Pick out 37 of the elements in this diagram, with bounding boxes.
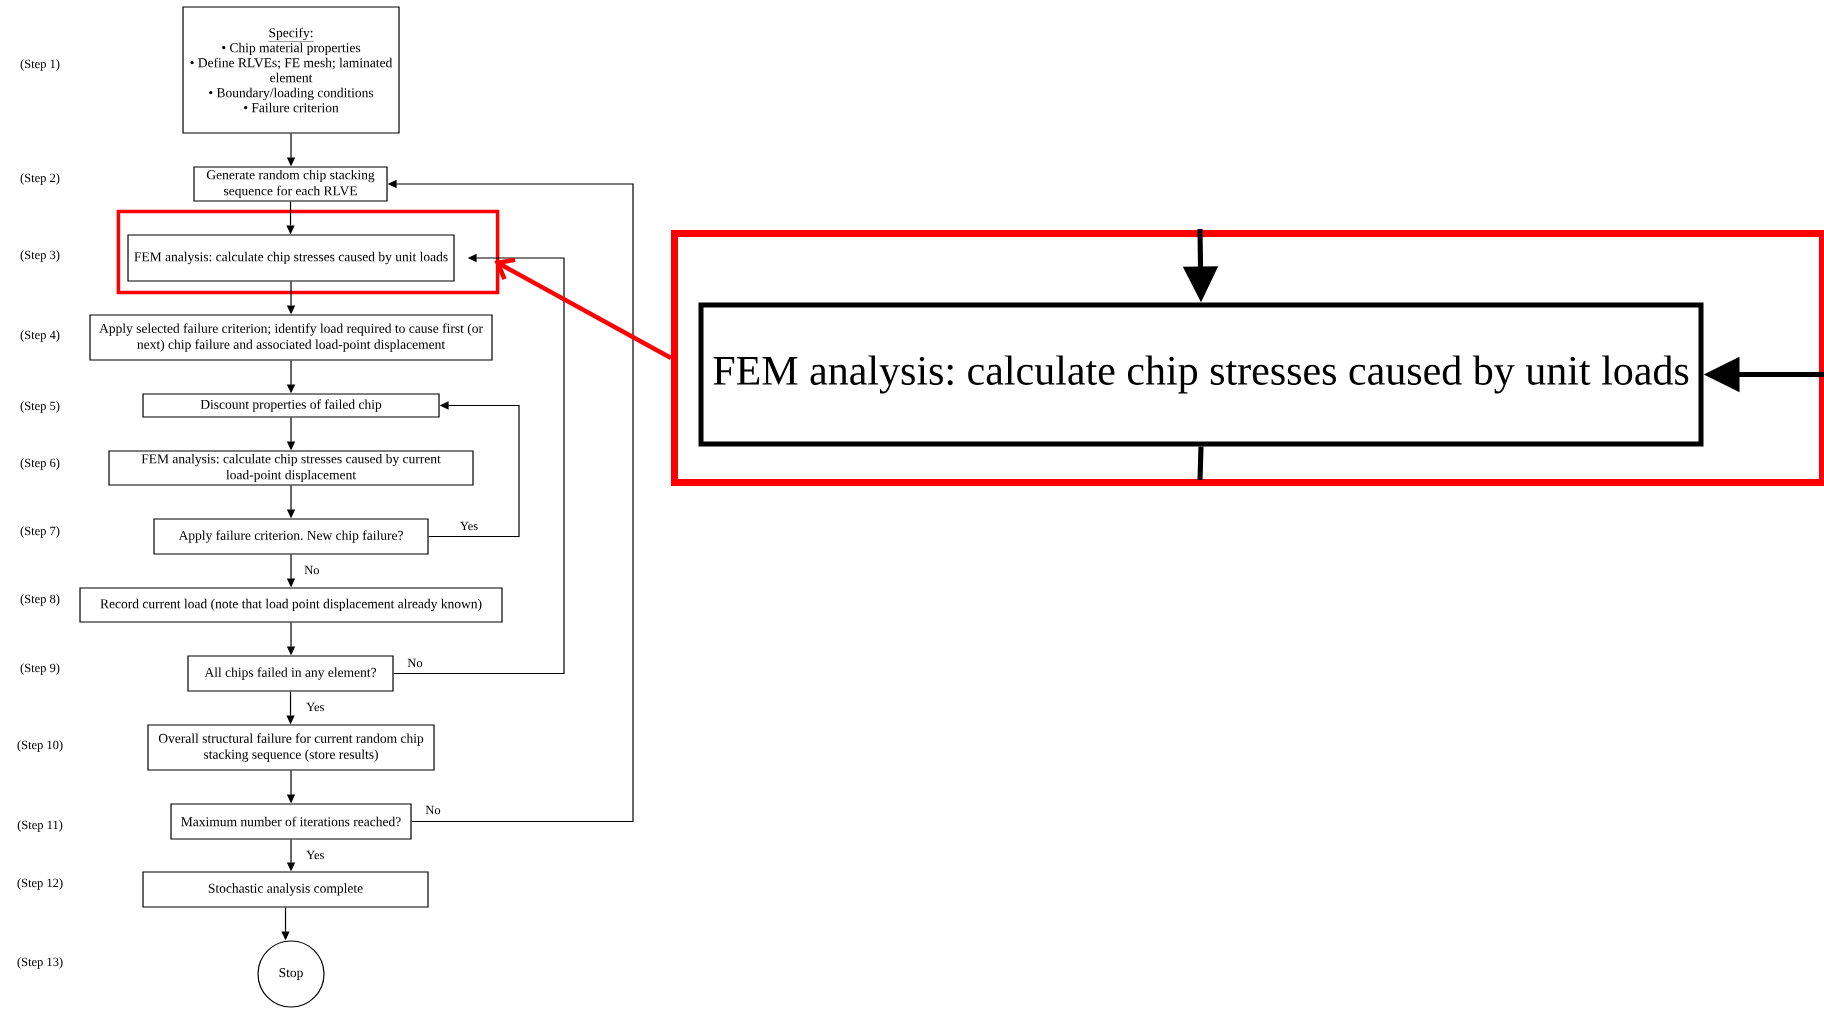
step-label: (Step 5) <box>20 401 60 413</box>
process-box: Record current load (note that load point displacement already known) <box>79 587 503 623</box>
step-label: (Step 1) <box>20 59 60 71</box>
process-box: Stochastic analysis complete <box>142 871 429 908</box>
process-box: Generate random chip stacking sequence for each RLVE <box>193 166 388 202</box>
step-label: (Step 4) <box>20 330 60 342</box>
step-label: (Step 3) <box>20 250 60 262</box>
edge-label: Yes <box>458 520 480 532</box>
step-label: (Step 8) <box>20 594 60 606</box>
process-box: Overall structural failure for current random chip stacking sequence (store results) <box>147 724 435 771</box>
connector-line <box>1197 446 1204 481</box>
step-label: (Step 10) <box>17 740 63 752</box>
arrow <box>428 401 520 538</box>
decision-box: All chips failed in any element? <box>187 655 394 692</box>
edge-label: No <box>424 804 442 816</box>
step-label: (Step 13) <box>17 957 63 969</box>
step-label: (Step 11) <box>17 820 63 832</box>
specification-box: Specify: • Chip material properties • Define RLVEs; FE mesh; laminated element • Boundary/loading conditions • Failure criterion <box>182 6 400 134</box>
highlight-frame <box>116 209 500 295</box>
process-box: FEM analysis: calculate chip stresses caused by unit loads <box>127 234 455 282</box>
arrow <box>494 257 673 360</box>
zoom-inset-frame <box>671 230 1824 486</box>
process-box: Apply selected failure criterion; identify load required to cause first (or next) chip failure and associated load-point displacement <box>89 314 493 361</box>
decision-box: Maximum number of iterations reached? <box>170 803 412 840</box>
step-label: (Step 6) <box>20 458 60 470</box>
edge-label: No <box>303 564 321 576</box>
decision-box: Apply failure criterion. New chip failure? <box>153 518 429 555</box>
edge-label: No <box>406 657 424 669</box>
step-label: (Step 7) <box>20 526 60 538</box>
edge-label: Yes <box>305 701 326 713</box>
edge-label: Yes <box>305 849 326 861</box>
step-label: (Step 12) <box>17 878 63 890</box>
step-label: (Step 9) <box>20 663 60 675</box>
process-box: FEM analysis: calculate chip stresses caused by current load-point displacement <box>108 450 474 486</box>
step-label: (Step 2) <box>20 173 60 185</box>
magnified-process-box: FEM analysis: calculate chip stresses caused by unit loads <box>698 302 1704 447</box>
process-box: Discount properties of failed chip <box>142 393 440 418</box>
